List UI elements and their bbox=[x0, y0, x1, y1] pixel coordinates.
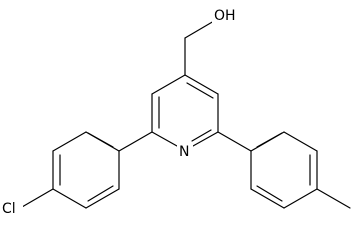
bond-c4-c3 bbox=[151, 74, 186, 95]
bond-ch2-o bbox=[184, 20, 215, 39]
structure-svg: OH N Cl bbox=[1, 6, 351, 217]
bond-b2-b3 bbox=[283, 131, 318, 152]
pyridine-ring bbox=[151, 74, 219, 147]
bond-c6-n-inner bbox=[191, 129, 212, 142]
bond-c6-n bbox=[192, 131, 219, 147]
chlorine-label: Cl bbox=[2, 201, 16, 217]
chlorophenyl-ring bbox=[21, 131, 153, 209]
bond-a5-a6 bbox=[85, 188, 120, 209]
bond-c6-br1 bbox=[217, 131, 252, 152]
bond-a5-a6-inner bbox=[87, 185, 114, 202]
bond-a4-a5 bbox=[52, 188, 87, 209]
chemical-structure-diagram: OH N Cl bbox=[1, 6, 351, 217]
hydroxymethyl-group bbox=[184, 20, 215, 76]
bond-br1-b2-inner bbox=[256, 132, 283, 148]
bond-c4-c5-inner bbox=[186, 82, 214, 99]
oh-label-backing bbox=[212, 6, 240, 23]
bond-a2-a3 bbox=[52, 131, 87, 152]
nitrogen-label: N bbox=[179, 144, 189, 160]
bond-a4-cl bbox=[21, 188, 54, 208]
hydroxyl-label: OH bbox=[214, 8, 236, 24]
tolyl-ring bbox=[217, 131, 351, 209]
bond-c4-c5 bbox=[184, 74, 219, 95]
bond-b5-b6-inner bbox=[256, 185, 283, 202]
bond-b5-b6 bbox=[250, 188, 285, 209]
bond-ar1-a2-inner bbox=[87, 132, 114, 148]
bond-b4-b5 bbox=[283, 188, 318, 209]
bond-b4-methyl bbox=[316, 188, 351, 209]
bond-c2-ar1 bbox=[118, 131, 153, 152]
cl-label-backing bbox=[1, 199, 23, 216]
bond-c2-n bbox=[151, 131, 178, 147]
n-label-backing bbox=[177, 142, 193, 158]
